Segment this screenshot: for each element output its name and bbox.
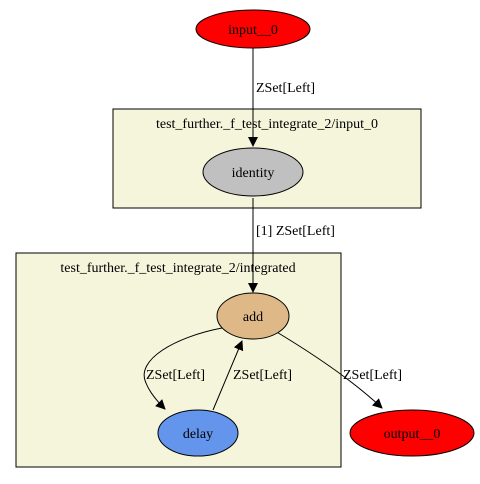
- edge-delay-to-add: ZSet[Left]: [212, 340, 292, 411]
- add-node-label: add: [243, 310, 263, 325]
- identity-node-label: identity: [232, 166, 275, 181]
- edge-add-to-delay-label: ZSet[Left]: [146, 368, 205, 383]
- edge-input-to-identity: ZSet[Left]: [248, 48, 315, 147]
- delay-node[interactable]: delay: [157, 409, 239, 457]
- edge-identity-to-add-label: [1] ZSet[Left]: [256, 224, 335, 239]
- input-cluster-label: test_further._f_test_integrate_2/input_0: [156, 117, 378, 132]
- edge-delay-to-add-label: ZSet[Left]: [233, 368, 292, 383]
- edge-add-to-output-label: ZSet[Left]: [343, 368, 402, 383]
- add-node[interactable]: add: [216, 292, 290, 340]
- edge-add-to-output: ZSet[Left]: [274, 330, 402, 409]
- integrated-cluster-label: test_further._f_test_integrate_2/integra…: [60, 261, 295, 276]
- output-node[interactable]: output__0: [349, 409, 475, 457]
- input-node-label: input__0: [228, 23, 278, 38]
- input-node[interactable]: input__0: [195, 9, 311, 49]
- delay-node-label: delay: [183, 427, 213, 442]
- edge-add-to-delay: ZSet[Left]: [143, 327, 223, 410]
- edge-input-to-identity-label: ZSet[Left]: [256, 81, 315, 96]
- identity-node[interactable]: identity: [202, 147, 304, 197]
- edge-identity-to-add: [1] ZSet[Left]: [248, 198, 335, 293]
- output-node-label: output__0: [384, 427, 441, 442]
